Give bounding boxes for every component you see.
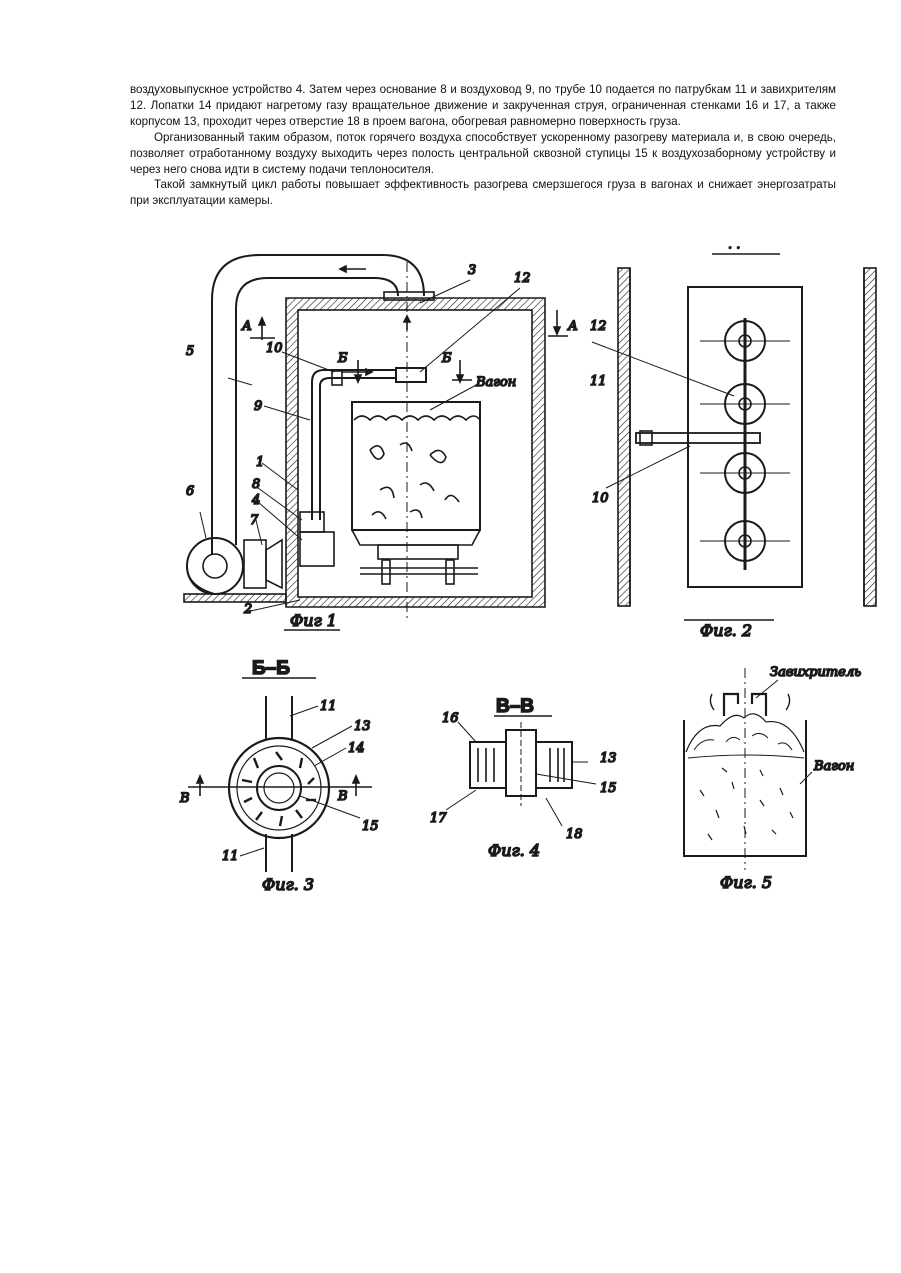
- label-12: 12: [514, 271, 531, 286]
- leader-5: [228, 378, 252, 385]
- label-1: 1: [256, 455, 264, 470]
- fig4-label-15: 15: [600, 781, 617, 796]
- fig4-section-title: В–В: [496, 696, 534, 717]
- fig3-label-11-top: 11: [320, 699, 337, 714]
- fig3-label-14: 14: [348, 741, 365, 756]
- label-a-left: А: [241, 319, 252, 334]
- fig3-section-title: Б–Б: [252, 658, 290, 679]
- label-7: 7: [250, 513, 259, 528]
- fig2-label-10: 10: [592, 491, 609, 506]
- fig3-label-v-right: В: [337, 789, 348, 804]
- fig4-label-16: 16: [442, 711, 459, 726]
- fig2-caption: Фиг. 2: [700, 621, 752, 640]
- label-5: 5: [186, 344, 194, 359]
- label-4: 4: [251, 493, 260, 508]
- label-6: 6: [186, 484, 194, 499]
- label-3: 3: [468, 263, 476, 278]
- label-2: 2: [243, 602, 252, 617]
- fig4-label-13: 13: [600, 751, 617, 766]
- figure-2: · · 12 11 10 Фиг. 2: [590, 241, 876, 640]
- fig5-wagon-label: Вагон: [813, 759, 854, 774]
- fig4-label-17: 17: [430, 811, 447, 826]
- swirler-label: Завихритель: [770, 665, 861, 680]
- fig3-caption: Фиг. 3: [262, 875, 314, 894]
- label-8: 8: [252, 477, 260, 492]
- fig4-label-18: 18: [566, 827, 583, 842]
- fig2-label-11: 11: [590, 374, 607, 389]
- fig4-caption: Фиг. 4: [488, 841, 540, 860]
- figure-3: Б–Б: [179, 658, 379, 894]
- fig3-label-13: 13: [354, 719, 371, 734]
- label-9: 9: [254, 399, 262, 414]
- label-a-right: А: [567, 319, 578, 334]
- fig1-caption: Фиг 1: [290, 611, 337, 630]
- figure-5: Завихритель Вагон Фиг. 5: [684, 665, 861, 892]
- label-10: 10: [266, 341, 283, 356]
- fig2-top-marks: · ·: [728, 241, 740, 256]
- fig3-label-11-bottom: 11: [222, 849, 239, 864]
- figure-1: 2 6 5 1 8 4 7 9 10 3 12 А А Б Б Вагон Фи…: [184, 255, 578, 630]
- label-b-left: Б: [337, 351, 348, 366]
- fig5-caption: Фиг. 5: [720, 873, 772, 892]
- fig2-label-12: 12: [590, 319, 607, 334]
- wagon-label: Вагон: [475, 375, 516, 390]
- fig3-label-15: 15: [362, 819, 379, 834]
- label-b-right: Б: [441, 351, 452, 366]
- fig3-label-v-left: В: [179, 791, 190, 806]
- figure-4: В–В 16 13 15 17 18 Фиг. 4: [430, 696, 617, 860]
